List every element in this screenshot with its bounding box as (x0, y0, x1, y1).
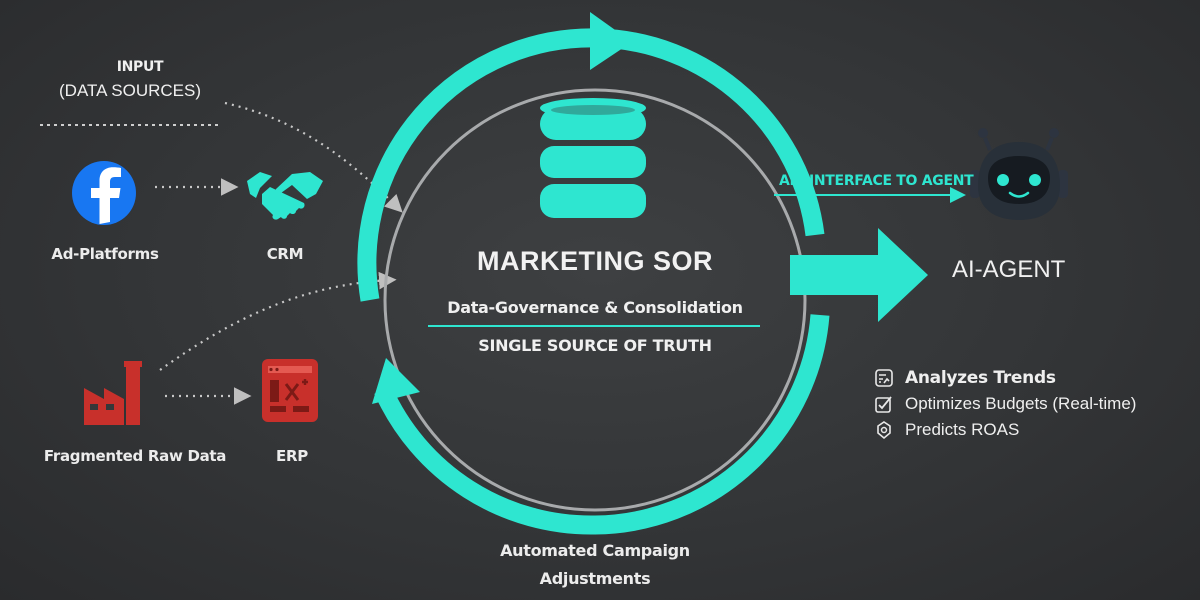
sor-divider (428, 325, 760, 327)
loop-label-line-1: Automated Campaign (500, 541, 690, 560)
ai-agent-label: AI-AGENT (952, 256, 1066, 283)
handshake-icon (247, 172, 323, 220)
feature-label: Analyzes Trends (905, 368, 1056, 388)
input-connector (224, 101, 403, 213)
chart-list-icon (873, 367, 895, 389)
api-interface-label: API INTERFACE TO AGENT (779, 173, 974, 189)
robot-head-icon (970, 128, 1068, 220)
feature-label: Predicts ROAS (905, 420, 1020, 439)
gear-badge-icon (873, 419, 895, 441)
factory-connector (159, 271, 397, 371)
erp-label: ERP (276, 447, 308, 465)
loop-label-line-2: Adjustments (539, 569, 651, 588)
bottom-cycle-arrowhead (372, 358, 420, 404)
sor-title: MARKETING SOR (477, 246, 713, 276)
big-arrow-to-agent (790, 228, 928, 322)
factory-icon (84, 361, 142, 425)
checkbox-icon (873, 393, 895, 415)
sor-subtitle: Data-Governance & Consolidation (447, 298, 743, 317)
input-title: INPUT (116, 59, 164, 75)
top-cycle-arrowhead (590, 12, 632, 70)
facebook-icon (72, 161, 136, 225)
top-cycle-arc (357, 28, 825, 302)
feature-analyzes-trends: Analyzes Trends (873, 367, 1056, 389)
sor-inner-ring (383, 88, 807, 512)
feedback-loop-label: Automated Campaign Adjustments (490, 537, 700, 593)
sor-tagline: SINGLE SOURCE OF TRUTH (478, 336, 712, 355)
crm-label: CRM (266, 245, 304, 263)
erp-calculator-icon (262, 359, 318, 422)
feature-label: Optimizes Budgets (Real-time) (905, 394, 1137, 413)
fragmented-raw-data-label: Fragmented Raw Data (43, 447, 227, 465)
ad-platforms-label: Ad-Platforms (51, 245, 159, 263)
bottom-cycle-arc (374, 314, 830, 535)
feature-predicts-roas: Predicts ROAS (873, 419, 1019, 441)
feature-optimizes-budgets: Optimizes Budgets (Real-time) (873, 393, 1136, 415)
input-subtitle: (DATA SOURCES) (59, 81, 201, 100)
database-icon (540, 98, 646, 218)
